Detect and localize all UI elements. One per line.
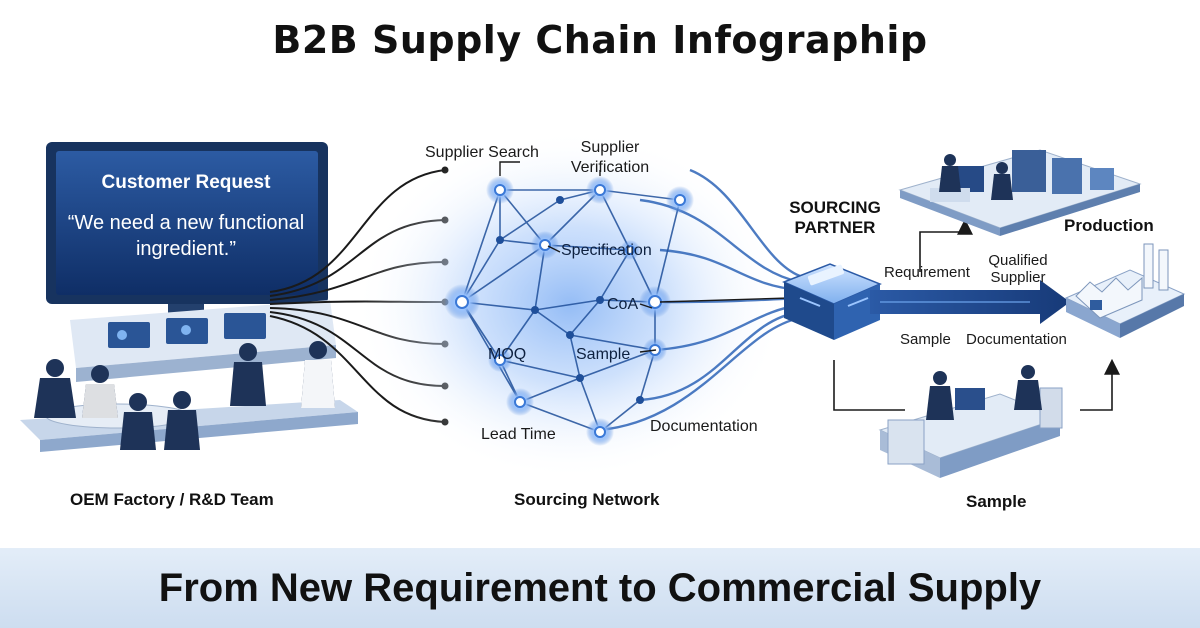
sourcing-network <box>355 130 801 480</box>
network-caption: Sourcing Network <box>514 490 660 509</box>
label-documentation-flow: Documentation <box>966 331 1067 348</box>
label-supplier-verification: Supplier Verification <box>570 139 650 176</box>
label-moq: MOQ <box>488 346 527 363</box>
production-facility-illustration <box>898 149 1142 236</box>
customer-request-heading: Customer Request <box>101 172 271 193</box>
sourcing-partner-label: SOURCING PARTNER <box>789 198 881 237</box>
footer-banner <box>0 548 1200 628</box>
label-documentation-network: Documentation <box>650 418 758 435</box>
sample-caption: Sample <box>966 492 1027 511</box>
factory-icon <box>1064 243 1186 338</box>
production-caption: Production <box>1064 216 1154 235</box>
oem-factory-illustration <box>20 142 358 452</box>
oem-caption: OEM Factory / R&D Team <box>70 490 274 509</box>
footer-tagline: From New Requirement to Commercial Suppl… <box>158 566 1042 610</box>
label-sample-flow: Sample <box>900 331 951 348</box>
label-coa: CoA <box>607 296 639 313</box>
page-title: B2B Supply Chain Infographip <box>272 18 928 62</box>
supply-arrow <box>870 280 1070 324</box>
sourcing-partner-device <box>782 263 882 340</box>
label-specification: Specification <box>561 242 652 259</box>
sample-lab-illustration <box>878 365 1063 478</box>
label-supplier-search: Supplier Search <box>425 144 539 161</box>
customer-request-quote: “We need a new functional ingredient.” <box>67 212 305 260</box>
label-lead-time: Lead Time <box>481 426 556 443</box>
label-qualified-supplier: Qualified Supplier <box>988 252 1048 286</box>
flow-lines <box>833 218 1120 411</box>
label-requirement: Requirement <box>884 264 970 281</box>
label-sample-node: Sample <box>576 346 631 363</box>
